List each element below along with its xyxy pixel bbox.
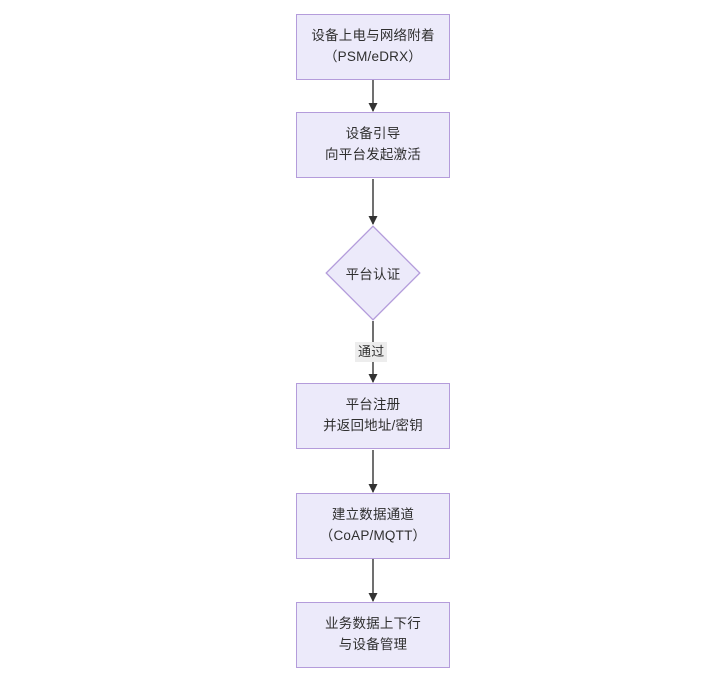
node-platform-registration[interactable]: 平台注册 并返回地址/密钥 <box>296 383 450 449</box>
node-label: 建立数据通道 （CoAP/MQTT） <box>319 507 427 543</box>
node-device-power-on[interactable]: 设备上电与网络附着 （PSM/eDRX） <box>296 14 450 80</box>
node-label: 平台认证 <box>345 267 401 282</box>
node-label: 业务数据上下行 与设备管理 <box>325 616 421 652</box>
node-establish-data-channel[interactable]: 建立数据通道 （CoAP/MQTT） <box>296 493 450 559</box>
node-label: 设备上电与网络附着 （PSM/eDRX） <box>311 28 435 64</box>
node-business-data-and-device-management[interactable]: 业务数据上下行 与设备管理 <box>296 602 450 668</box>
node-device-bootstrap[interactable]: 设备引导 向平台发起激活 <box>296 112 450 178</box>
node-label: 设备引导 向平台发起激活 <box>325 126 421 162</box>
diamond-shape <box>325 225 421 321</box>
node-platform-authentication[interactable]: 平台认证 <box>325 225 421 321</box>
edge-label-pass: 通过 <box>355 342 388 362</box>
node-label: 平台注册 并返回地址/密钥 <box>323 397 423 433</box>
